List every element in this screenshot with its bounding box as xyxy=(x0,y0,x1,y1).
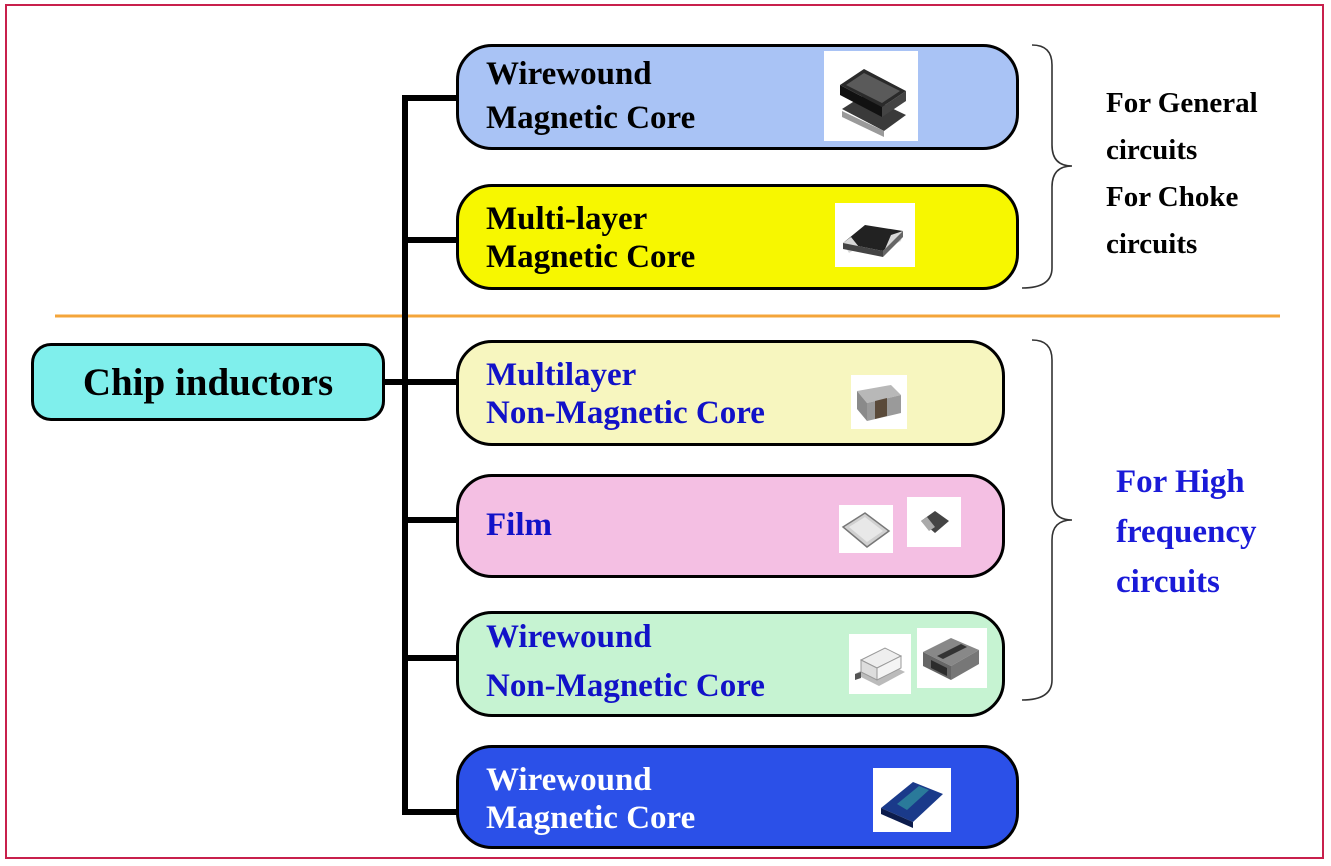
diagram-frame xyxy=(5,4,1324,859)
multilayer-chip-inductor-icon xyxy=(851,375,907,429)
note-line: For High xyxy=(1116,464,1245,500)
root-label: Chip inductors xyxy=(82,361,334,404)
note-line: circuits xyxy=(1116,564,1220,600)
multilayer-chip-inductor-icon xyxy=(835,203,915,267)
note-line: For General xyxy=(1106,87,1258,119)
group-note-high-frequency: For High frequency circuits xyxy=(1116,457,1257,607)
category-label-line2: Magnetic Core xyxy=(486,239,696,275)
category-box-wirewound-magnetic-2: Wirewound Magnetic Core xyxy=(456,745,1019,849)
wirewound-ferrite-inductor-icon xyxy=(824,51,918,141)
category-label-line1: Wirewound xyxy=(486,56,652,92)
category-box-multilayer-nonmagnetic: Multilayer Non-Magnetic Core xyxy=(456,340,1005,446)
category-label-line1: Film xyxy=(486,507,552,543)
category-box-film: Film xyxy=(456,474,1005,578)
category-label-line2: Magnetic Core xyxy=(486,100,696,136)
note-line: For Choke xyxy=(1106,181,1239,213)
category-box-wirewound-magnetic: Wirewound Magnetic Core xyxy=(456,44,1019,150)
film-chip-inductor-icon xyxy=(907,497,961,547)
category-label-line1: Multi-layer xyxy=(486,201,648,237)
category-label-line2: Magnetic Core xyxy=(486,800,696,836)
note-line: frequency xyxy=(1116,514,1257,550)
category-label-line1: Wirewound xyxy=(486,619,652,655)
wirewound-ferrite-inductor-icon xyxy=(873,768,951,832)
category-box-wirewound-nonmagnetic: Wirewound Non-Magnetic Core xyxy=(456,611,1005,717)
root-node: Chip inductors xyxy=(31,343,385,421)
category-label-line1: Wirewound xyxy=(486,762,652,798)
brace-general xyxy=(1021,44,1073,289)
film-chip-inductor-icon xyxy=(839,505,893,553)
category-box-multilayer-magnetic: Multi-layer Magnetic Core xyxy=(456,184,1019,290)
note-line: circuits xyxy=(1106,134,1198,166)
category-label-line2: Non-Magnetic Core xyxy=(486,668,765,704)
wirewound-ceramic-inductor-icon xyxy=(917,628,987,688)
wirewound-ceramic-inductor-icon xyxy=(849,634,911,694)
category-label-line1: Multilayer xyxy=(486,357,637,393)
group-note-general: For General circuits For Choke circuits xyxy=(1106,80,1258,268)
brace-high-frequency xyxy=(1021,339,1073,701)
note-line: circuits xyxy=(1106,228,1198,260)
category-label-line2: Non-Magnetic Core xyxy=(486,395,765,431)
